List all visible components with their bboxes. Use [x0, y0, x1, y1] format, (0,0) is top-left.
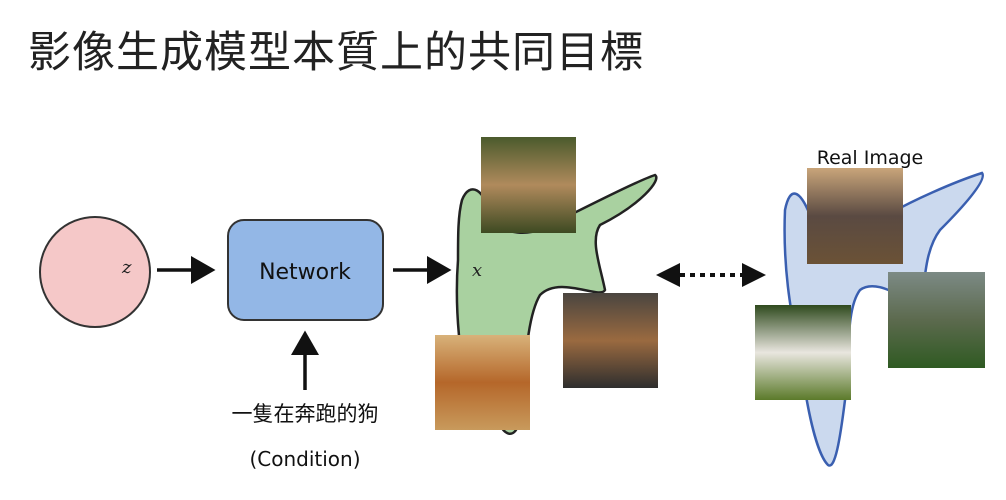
network-box	[227, 219, 384, 321]
real-image-white-dog	[755, 305, 851, 400]
real-image-label: Real Image	[817, 147, 924, 169]
output-label: x	[472, 260, 482, 281]
network-label: Network	[259, 260, 351, 285]
slide-title: 影像生成模型本質上的共同目標	[28, 28, 644, 78]
generated-image-dog-dust	[435, 335, 530, 430]
condition-text: 一隻在奔跑的狗	[232, 402, 379, 426]
condition-label: (Condition)	[249, 447, 360, 471]
latent-label: z	[121, 257, 132, 278]
generated-image-dog-street	[563, 293, 658, 388]
generated-image-dog-grass	[481, 137, 576, 233]
latent-circle	[39, 216, 151, 328]
real-image-husky	[888, 272, 985, 368]
real-image-dog-dust	[807, 168, 903, 264]
